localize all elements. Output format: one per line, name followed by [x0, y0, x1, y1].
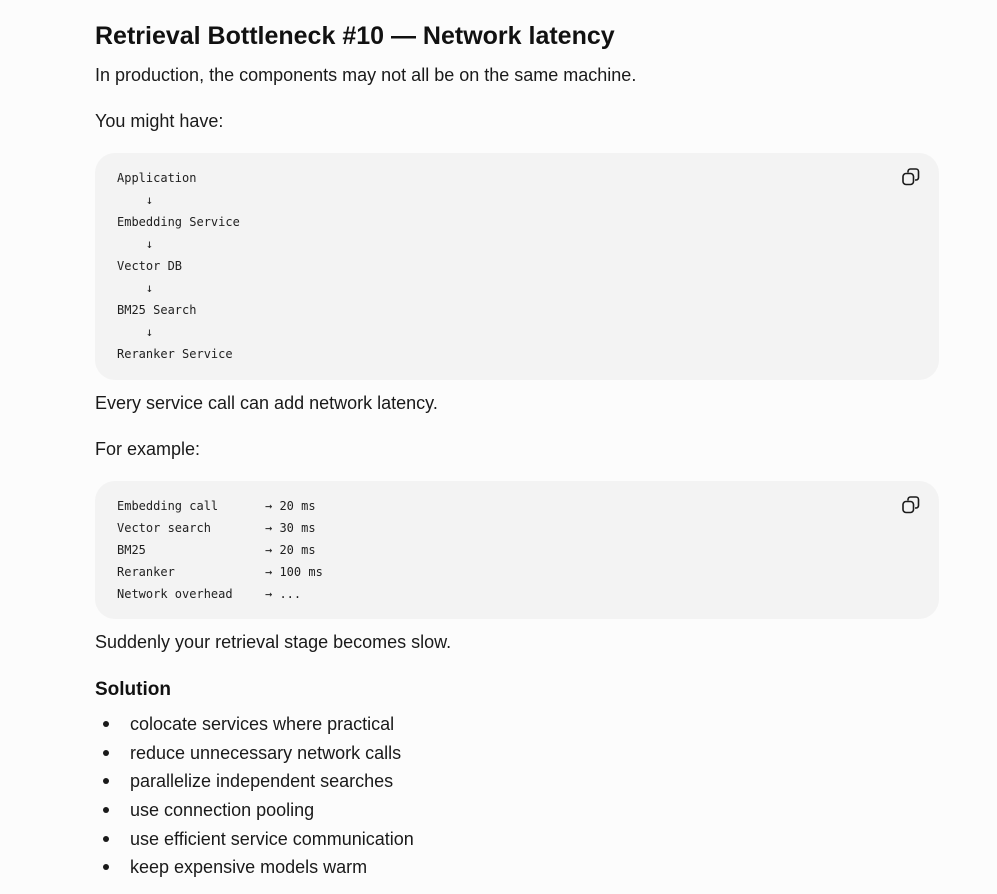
list-item: reduce unnecessary network calls — [95, 740, 414, 769]
latency-step-value: → 30 ms — [265, 521, 316, 535]
code-line: Reranker Service — [117, 347, 233, 361]
code-line: Application — [117, 171, 197, 185]
latency-step-value: → ... — [265, 587, 302, 601]
list-item: use connection pooling — [95, 797, 414, 826]
bullet — [103, 721, 109, 727]
latency-step-name: Reranker — [117, 565, 175, 579]
bullet — [103, 778, 109, 785]
every-call-paragraph: Every service call can add network laten… — [95, 393, 438, 413]
code-line: ↓ — [117, 281, 154, 295]
code-line: ↓ — [117, 237, 154, 251]
code-line: Vector DB — [117, 259, 183, 273]
list-item-text: use connection pooling — [130, 800, 315, 821]
bullet — [103, 749, 109, 756]
latency-row: Embedding call → 20 ms — [117, 495, 323, 517]
copy-icon — [902, 168, 920, 186]
latency-row: BM25 → 20 ms — [117, 539, 323, 561]
for-example-paragraph: For example: — [95, 439, 201, 459]
latency-step-name: Network overhead — [117, 587, 233, 601]
list-item: parallelize independent searches — [95, 768, 414, 797]
latency-row: Network overhead → ... — [117, 583, 323, 605]
latency-row: Vector search → 30 ms — [117, 517, 323, 539]
list-item-text: colocate services where practical — [130, 714, 395, 734]
code-line: ↓ — [117, 325, 154, 339]
code-line: BM25 Search — [117, 303, 197, 317]
latency-step-name: BM25 — [117, 543, 146, 557]
bullet — [103, 835, 109, 842]
latency-code-block: Embedding call → 20 ms Vector search → 3… — [95, 481, 939, 619]
page-title: Retrieval Bottleneck #10 — Network laten… — [95, 22, 615, 50]
latency-code-lines: Embedding call → 20 ms Vector search → 3… — [117, 495, 323, 605]
bullet — [103, 864, 109, 871]
suddenly-paragraph: Suddenly your retrieval stage becomes sl… — [95, 632, 452, 652]
copy-icon — [902, 496, 920, 514]
list-item: keep expensive models warm — [95, 854, 414, 883]
code-line: ↓ — [117, 193, 154, 207]
list-item-text: parallelize independent searches — [130, 771, 394, 792]
list-item: colocate services where practical — [95, 711, 414, 740]
pipeline-code-lines: Application ↓ Embedding Service ↓ Vector… — [117, 167, 240, 365]
intro-paragraph: In production, the components may not al… — [95, 65, 637, 85]
latency-step-value: → 20 ms — [265, 543, 316, 557]
copy-button[interactable] — [901, 495, 921, 515]
latency-row: Reranker → 100 ms — [117, 561, 323, 583]
code-line: Embedding Service — [117, 215, 240, 229]
bullet — [103, 807, 109, 814]
list-item-text: reduce unnecessary network calls — [130, 742, 402, 763]
list-item-text: use efficient service communication — [130, 828, 414, 849]
latency-step-value: → 100 ms — [265, 565, 323, 579]
solution-list: colocate services where practical reduce… — [95, 711, 414, 883]
latency-step-value: → 20 ms — [265, 499, 316, 513]
latency-step-name: Vector search — [117, 521, 211, 535]
solution-heading: Solution — [95, 679, 171, 700]
list-item-text: keep expensive models warm — [130, 857, 368, 878]
might-have-paragraph: You might have: — [95, 111, 224, 131]
pipeline-code-block: Application ↓ Embedding Service ↓ Vector… — [95, 153, 939, 380]
list-item: use efficient service communication — [95, 826, 414, 855]
latency-step-name: Embedding call — [117, 499, 219, 513]
copy-button[interactable] — [901, 167, 921, 187]
